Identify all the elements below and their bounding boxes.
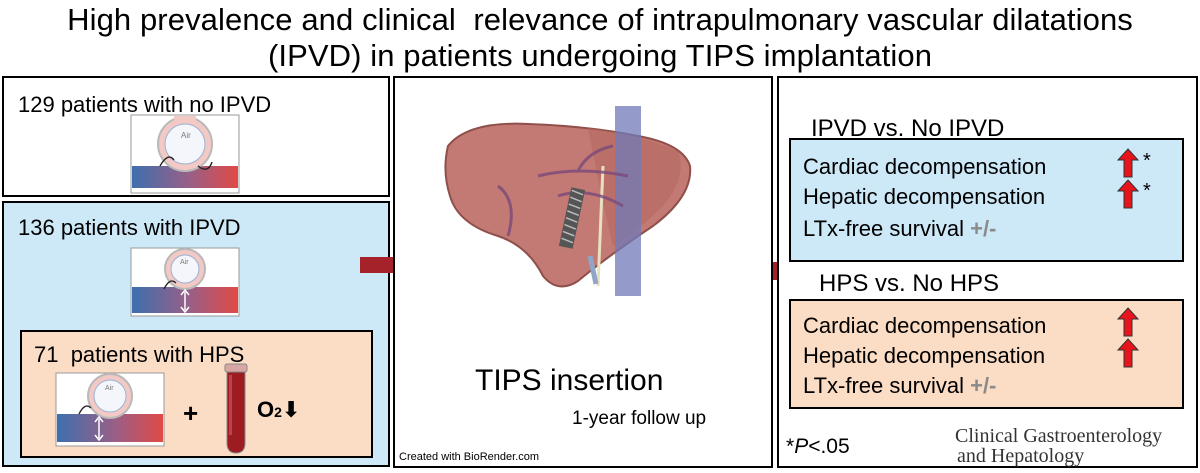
ipvd-hepatic-up-arrow-icon <box>1116 179 1140 209</box>
outcomes-panel: IPVD vs. No IPVD Cardiac decompensation … <box>777 76 1198 468</box>
ipvd-outcomes-box: Cardiac decompensation * Hepatic decompe… <box>789 138 1184 262</box>
hps-survival-plus-minus: +/- <box>970 373 997 398</box>
follow-up-label: 1-year follow up <box>572 408 707 429</box>
hps-panel: 71 patients with HPS Air + O2⬇ <box>20 330 373 458</box>
liver-tips-icon <box>444 106 692 296</box>
tips-insertion-label: TIPS insertion <box>475 364 664 397</box>
title-line-1: High prevalence and clinical relevance o… <box>67 2 1133 37</box>
hps-outcomes-box: Cardiac decompensation Hepatic decompens… <box>789 299 1184 409</box>
ipvd-cardiac-up-arrow-icon <box>1116 148 1140 178</box>
p-value-note: *P<.05 <box>786 435 850 458</box>
ipvd-panel: 136 patients with IPVD Air 71 patients w… <box>2 201 390 467</box>
ipvd-survival-label: LTx-free survival +/- <box>803 216 997 241</box>
hps-survival-label: LTx-free survival +/- <box>803 373 997 398</box>
tips-panel: TIPS insertion 1-year follow up Created … <box>393 76 773 468</box>
no-ipvd-label: 129 patients with no IPVD <box>18 92 272 117</box>
ipvd-comparison-heading: IPVD vs. No IPVD <box>811 115 1005 142</box>
ipvd-cardiac-label: Cardiac decompensation <box>803 154 1047 179</box>
ipvd-survival-plus-minus: +/- <box>970 216 997 241</box>
hps-hepatic-label: Hepatic decompensation <box>803 343 1046 368</box>
hps-hepatic-up-arrow-icon <box>1116 338 1140 368</box>
hps-comparison-heading: HPS vs. No HPS <box>819 270 1000 297</box>
svg-text:Air: Air <box>105 385 114 392</box>
journal-name: Clinical Gastroenterology and Hepatology <box>955 426 1162 466</box>
svg-text:Air: Air <box>181 131 191 140</box>
alveolus-hps-icon: Air <box>55 372 165 447</box>
hps-label: 71 patients with HPS <box>34 342 245 367</box>
alveolus-dilated-icon: Air <box>130 247 240 317</box>
title-line-2: (IPVD) in patients undergoing TIPS impla… <box>267 38 933 73</box>
svg-text:Air: Air <box>180 259 189 266</box>
oxygen-low-label: O2⬇ <box>257 397 301 422</box>
hps-cardiac-label: Cardiac decompensation <box>803 313 1047 338</box>
plus-sign: + <box>183 398 199 428</box>
biorender-credit: Created with BioRender.com <box>399 451 540 463</box>
ipvd-label: 136 patients with IPVD <box>18 215 241 240</box>
hps-cardiac-up-arrow-icon <box>1116 307 1140 337</box>
journal-line-1: Clinical Gastroenterology <box>955 425 1163 447</box>
alveolus-normal-icon: Air <box>130 114 240 194</box>
ipvd-hepatic-star: * <box>1143 180 1151 202</box>
ipvd-hepatic-label: Hepatic decompensation <box>803 184 1046 209</box>
journal-line-2: and Hepatology <box>957 445 1085 467</box>
down-arrow-icon: ⬇ <box>281 397 301 422</box>
figure-title: High prevalence and clinical relevance o… <box>0 2 1200 74</box>
blood-tube-icon <box>224 363 248 454</box>
ipvd-cardiac-star: * <box>1143 150 1151 172</box>
no-ipvd-panel: 129 patients with no IPVD Air <box>2 76 390 197</box>
